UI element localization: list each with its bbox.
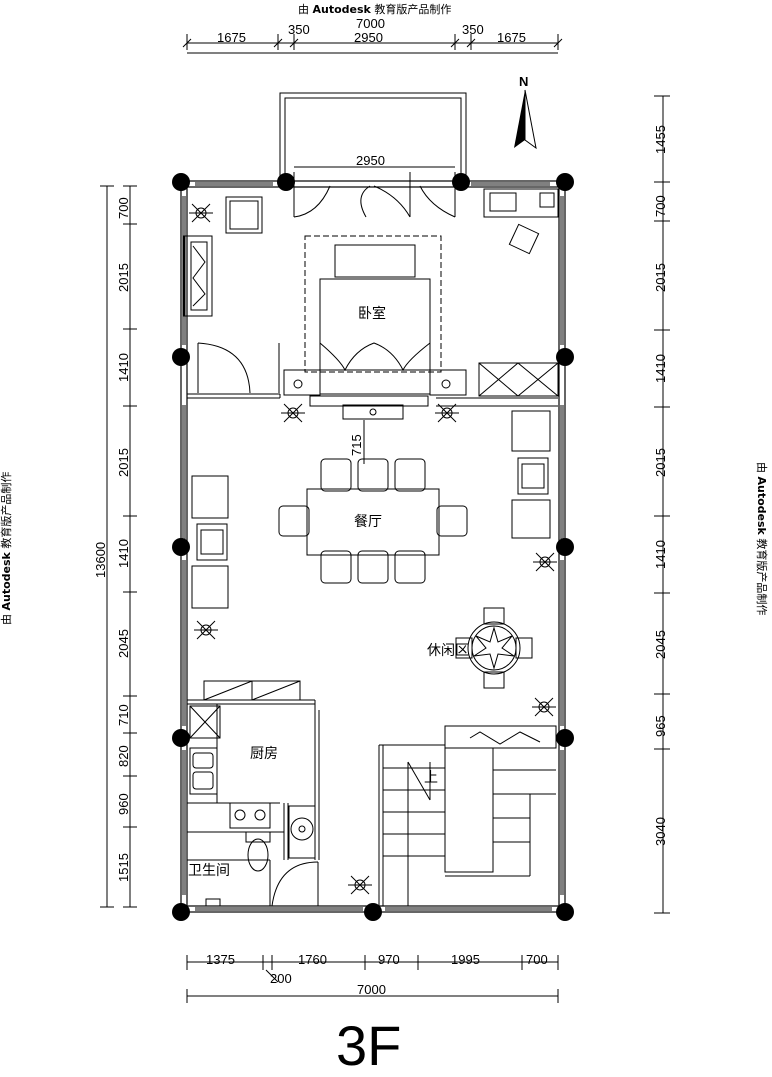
room-label-bathroom: 卫生间 <box>188 863 230 879</box>
dim-right-6: 2045 <box>653 630 668 659</box>
left-dimension-chain <box>100 185 137 908</box>
desk <box>483 188 559 255</box>
dim-right-2: 2015 <box>653 263 668 292</box>
dim-top-1: 350 <box>288 22 310 37</box>
right-dimension-chain <box>654 95 670 914</box>
leisure-table <box>455 607 533 689</box>
watermark-top: 由 Autodesk 教育版产品制作 <box>298 3 452 16</box>
room-label-dining: 餐厅 <box>354 514 382 530</box>
dim-left-1: 2015 <box>116 263 131 292</box>
ceiling-lamps <box>189 203 557 895</box>
dim-top-3: 350 <box>462 22 484 37</box>
dim-left-4: 1410 <box>116 539 131 568</box>
floor-label: 3F <box>336 1014 402 1077</box>
columns <box>172 173 574 921</box>
dim-left-6: 710 <box>116 704 131 726</box>
wardrobe <box>478 362 559 397</box>
dim-dining-gap: 715 <box>349 434 364 456</box>
exterior-walls <box>180 180 566 913</box>
dim-left-3: 2015 <box>116 448 131 477</box>
dim-top-2: 2950 <box>354 30 383 45</box>
dim-left-7: 820 <box>116 745 131 767</box>
bottom-dimension-chain <box>186 955 559 1003</box>
stair-up-label: 上 <box>424 770 438 786</box>
dim-left-2: 1410 <box>116 353 131 382</box>
dining-table <box>278 420 468 584</box>
dim-right-3: 1410 <box>653 354 668 383</box>
room-label-leisure: 休闲区 <box>427 643 469 659</box>
top-dimension-chain <box>182 34 563 54</box>
dim-right-7: 965 <box>653 715 668 737</box>
dim-right-8: 3040 <box>653 817 668 846</box>
dim-top-4: 1675 <box>497 30 526 45</box>
lounge-chairs-left <box>191 475 229 609</box>
dim-right-4: 2015 <box>653 448 668 477</box>
dim-right-5: 1410 <box>653 540 668 569</box>
kitchen <box>187 680 320 860</box>
dim-left-5: 2045 <box>116 629 131 658</box>
dim-right-1: 700 <box>653 195 668 217</box>
bedroom-wall <box>187 342 558 420</box>
staircase <box>378 725 557 906</box>
dim-bottom-extra: 200 <box>270 971 292 986</box>
dim-bottom-0: 1375 <box>206 952 235 967</box>
balcony-doors <box>293 172 456 218</box>
dim-top-total: 7000 <box>356 16 385 31</box>
dim-balcony-width: 2950 <box>356 153 385 168</box>
dim-left-8: 960 <box>116 793 131 815</box>
bathroom <box>187 831 319 907</box>
dim-right-0: 1455 <box>653 125 668 154</box>
dim-top-0: 1675 <box>217 30 246 45</box>
room-label-kitchen: 厨房 <box>250 746 278 762</box>
dim-bottom-2: 970 <box>378 952 400 967</box>
dim-bottom-total: 7000 <box>357 982 386 997</box>
dim-bottom-3: 1995 <box>451 952 480 967</box>
lounge-chairs-right <box>511 410 551 539</box>
north-label: N <box>519 74 528 89</box>
floor-plan: N 卧室 餐厅 休闲区 厨房 卫生间 上 7000 1675 350 2950 … <box>93 16 670 1003</box>
dim-bottom-1: 1760 <box>298 952 327 967</box>
bedroom-chair <box>225 196 263 234</box>
dim-left-total: 13600 <box>93 542 108 578</box>
bed <box>283 235 467 396</box>
north-arrow: N <box>514 74 537 150</box>
bedroom-sofa <box>183 235 213 317</box>
dim-bottom-4: 700 <box>526 952 548 967</box>
dim-left-9: 1515 <box>116 853 131 882</box>
dim-left-0: 700 <box>116 197 131 219</box>
windows <box>182 182 564 911</box>
room-label-bedroom: 卧室 <box>358 305 386 322</box>
